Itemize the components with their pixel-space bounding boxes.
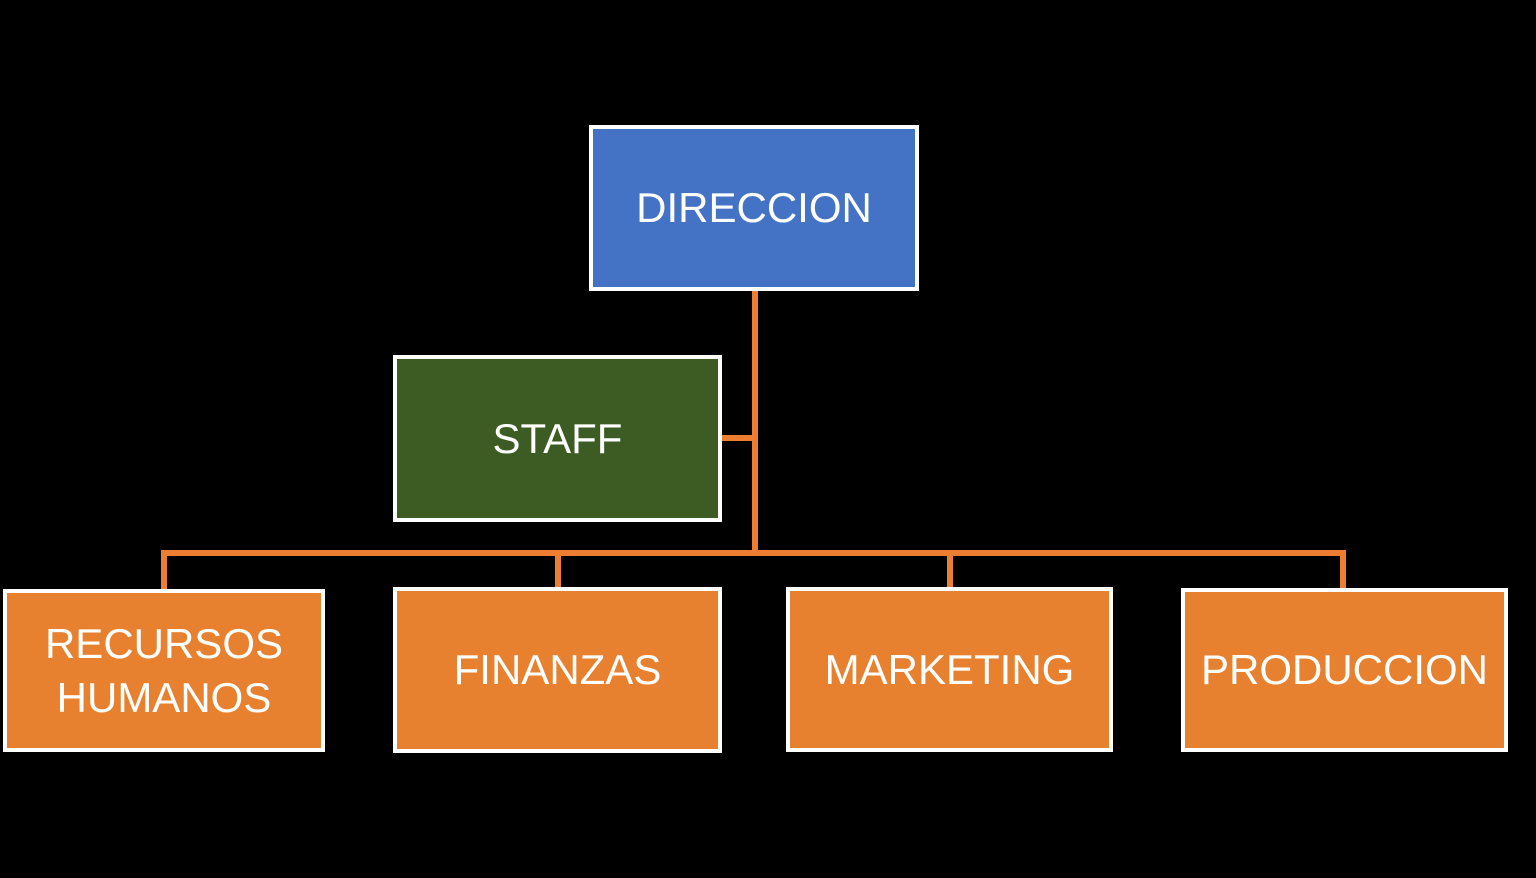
connector-direccion-to-trunk xyxy=(752,291,758,556)
connector-trunk-horizontal xyxy=(161,550,1346,556)
node-direccion-label: DIRECCION xyxy=(636,184,872,232)
connector-staff-branch xyxy=(722,435,756,441)
connector-drop-finanzas xyxy=(555,550,561,588)
node-recursos-humanos-label: RECURSOS HUMANOS xyxy=(44,619,284,721)
connector-drop-marketing xyxy=(947,550,953,588)
node-recursos-humanos: RECURSOS HUMANOS xyxy=(3,589,325,752)
connector-drop-produccion xyxy=(1340,550,1346,589)
node-produccion: PRODUCCION xyxy=(1181,588,1508,752)
node-produccion-label: PRODUCCION xyxy=(1200,646,1488,694)
node-marketing-label: MARKETING xyxy=(824,645,1075,693)
node-staff: STAFF xyxy=(393,355,722,522)
node-marketing: MARKETING xyxy=(786,587,1113,752)
connector-drop-recursos-humanos xyxy=(161,550,167,590)
node-staff-label: STAFF xyxy=(492,414,623,462)
node-direccion: DIRECCION xyxy=(589,125,919,291)
node-finanzas: FINANZAS xyxy=(393,587,722,753)
node-finanzas-label: FINANZAS xyxy=(453,646,662,694)
